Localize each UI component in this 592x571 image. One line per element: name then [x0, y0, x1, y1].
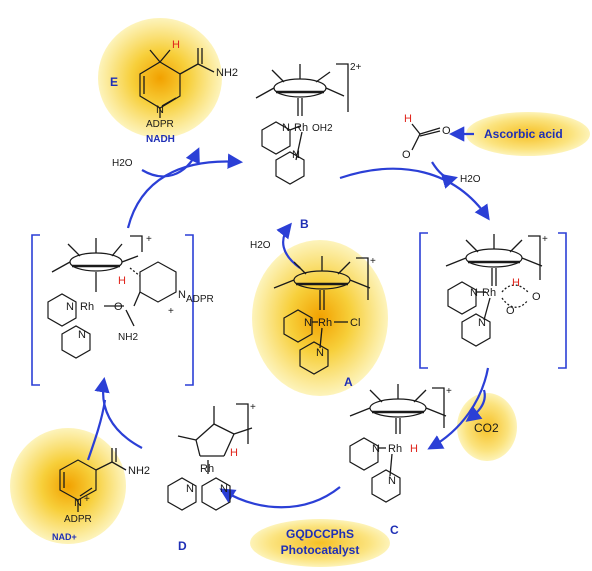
compound-c-n1: N: [372, 443, 380, 455]
acid-complex-charge: +: [542, 234, 548, 245]
compound-b-label: B: [300, 217, 309, 231]
nad-complex-nh2: NH2: [118, 332, 138, 343]
compound-d-rh: Rh: [200, 463, 214, 475]
photocatalyst-line2: Photocatalyst: [281, 543, 360, 557]
nad-complex-h: H: [118, 275, 126, 287]
co2-label: CO2: [474, 421, 499, 435]
nad-complex-n-pyr: N: [178, 289, 186, 301]
compound-b-water: OH2: [312, 123, 333, 134]
arrow-nad-plus-in: [86, 399, 107, 461]
compound-d: [167, 403, 253, 511]
compound-d-charge: +: [250, 402, 256, 413]
compound-a-charge: +: [370, 256, 376, 267]
acid-complex: [445, 234, 543, 347]
nadh-e-label: E: [110, 75, 118, 89]
nadh-amide: NH2: [216, 67, 238, 79]
acid-complex-n2: N: [478, 317, 486, 329]
nad-complex-adpr: ADPR: [186, 294, 214, 305]
nadh-glow: [98, 18, 222, 138]
acid-complex-o1: O: [506, 305, 515, 317]
ascorbic-glow: [466, 112, 590, 156]
nad-plus-charge: +: [84, 494, 90, 505]
ascorbic-acid-label: Ascorbic acid: [484, 127, 563, 141]
compound-b-n1: N: [282, 122, 290, 134]
nad-plus-amide: NH2: [128, 465, 150, 477]
compound-c-h: H: [410, 443, 418, 455]
nad-complex-plus: +: [168, 306, 174, 317]
nad-plus-glow: [10, 428, 126, 544]
compound-d-h: H: [230, 447, 238, 459]
arrow-h2o-release: [431, 161, 458, 189]
formate-structure: [411, 123, 441, 151]
compound-b-charge: 2+: [350, 62, 362, 73]
compound-d-n1: N: [186, 483, 194, 495]
nad-plus-name: NAD+: [52, 532, 77, 542]
formate-o-bottom: O: [402, 149, 411, 161]
formate-o-top: O: [442, 125, 451, 137]
compound-c: [349, 384, 447, 503]
nad-plus-ring-n: N: [74, 497, 82, 509]
arrow-co2-release: [465, 389, 486, 422]
nadh-adpr: ADPR: [146, 119, 174, 130]
compound-c-rh: Rh: [388, 443, 402, 455]
catalyst-a-glow: [252, 240, 388, 396]
compound-a-n2: N: [316, 347, 324, 359]
nad-complex-o: O: [114, 301, 123, 313]
photocatalyst-line1: GQDCCPhS: [286, 527, 354, 541]
nadh-name: NADH: [146, 134, 175, 145]
compound-b-rh: Rh: [294, 122, 308, 134]
nad-plus-adpr: ADPR: [64, 514, 92, 525]
arrow-c-to-d: [219, 486, 341, 509]
acid-complex-n1: N: [470, 287, 478, 299]
compound-d-label: D: [178, 539, 187, 553]
nadh-molecule: [139, 48, 215, 118]
photocatalyst-glow: [250, 519, 390, 567]
nad-complex-rh: Rh: [80, 301, 94, 313]
compound-c-n2: N: [388, 475, 396, 487]
nad-plus-molecule: [59, 448, 127, 512]
formate-h: H: [404, 113, 412, 125]
compound-a-n1: N: [304, 317, 312, 329]
acid-complex-bracket: [419, 232, 567, 369]
acid-complex-o2: O: [532, 291, 541, 303]
water-top-left: H2O: [112, 158, 133, 169]
nadh-hydride: H: [172, 39, 180, 51]
compound-a: [273, 256, 371, 375]
compound-a-rh: Rh: [318, 317, 332, 329]
acid-complex-h: H: [512, 277, 520, 289]
arrow-nadh-release: [141, 147, 200, 178]
nadh-ring-n: N: [156, 104, 164, 116]
nad-complex-n2: N: [78, 329, 86, 341]
compound-b: [255, 63, 349, 185]
nad-complex: [47, 235, 177, 359]
compound-d-n2: N: [220, 483, 228, 495]
compound-c-charge: +: [446, 386, 452, 397]
nad-complex-charge: +: [146, 234, 152, 245]
nad-complex-bracket: [31, 234, 194, 386]
compound-a-cl: Cl: [350, 317, 360, 329]
water-center: H2O: [250, 240, 271, 251]
water-top-right: H2O: [460, 174, 481, 185]
compound-c-label: C: [390, 523, 399, 537]
arrow-d-to-nad: [94, 376, 143, 449]
nad-complex-n1: N: [66, 301, 74, 313]
acid-complex-rh: Rh: [482, 287, 496, 299]
compound-b-n2: N: [292, 149, 300, 161]
arrow-b-to-acid: [339, 167, 490, 221]
compound-a-label: A: [344, 375, 353, 389]
